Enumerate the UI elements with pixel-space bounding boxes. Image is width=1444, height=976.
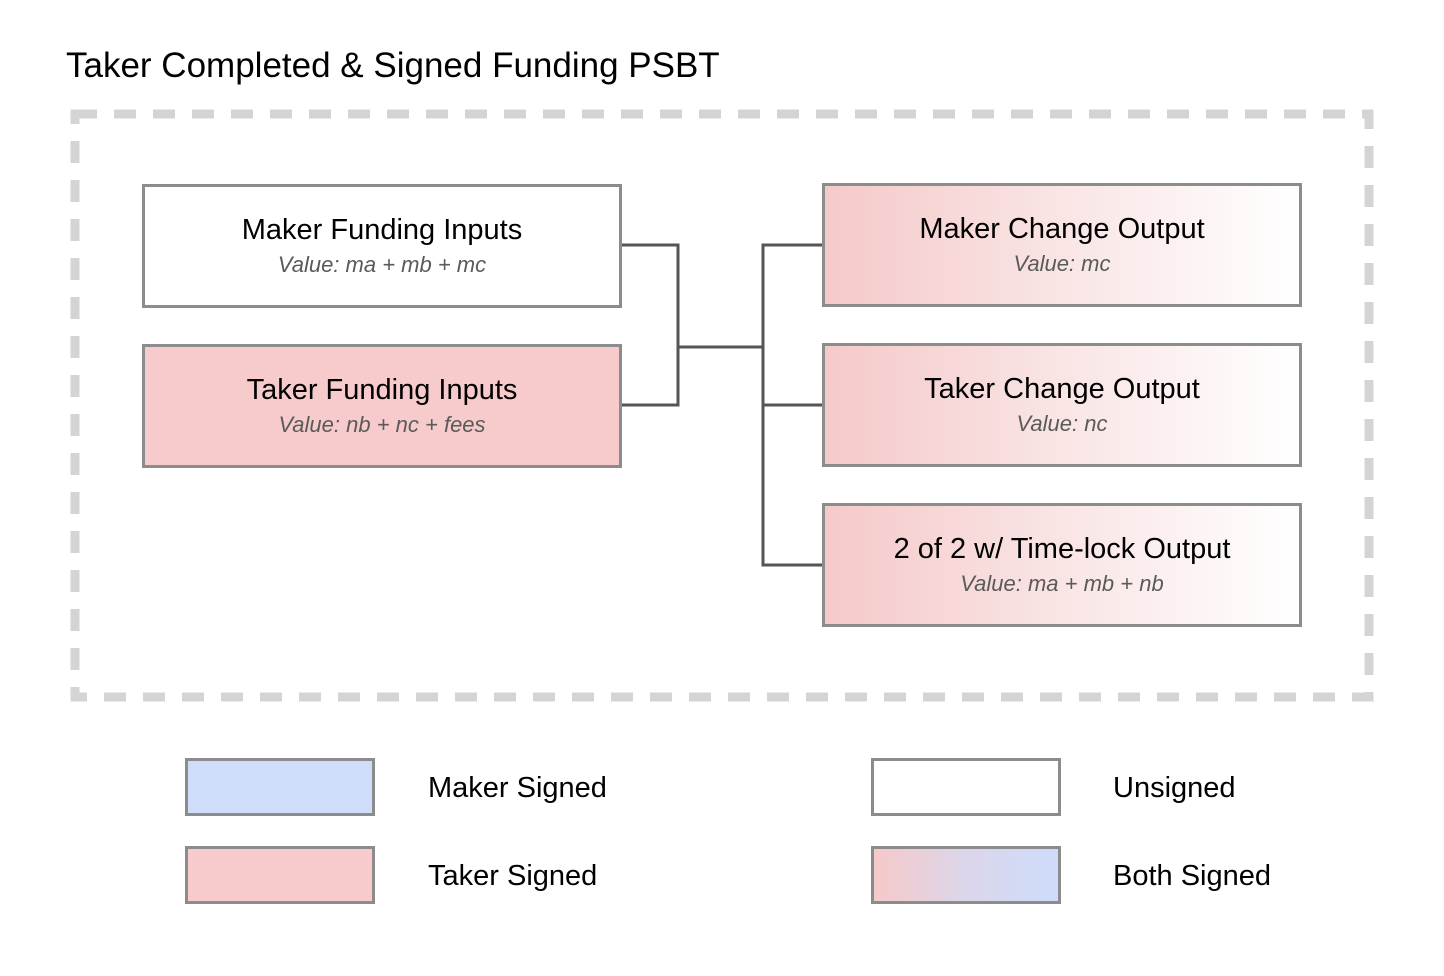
legend-taker-signed-swatch	[185, 846, 375, 904]
legend-maker-signed-label: Maker Signed	[428, 772, 607, 804]
taker-change-output-box: Taker Change Output Value: nc	[822, 343, 1302, 467]
timelock-output-box: 2 of 2 w/ Time-lock Output Value: ma + m…	[822, 503, 1302, 627]
maker-funding-inputs-label: Maker Funding Inputs	[241, 214, 523, 246]
timelock-output-value: Value: ma + mb + nb	[960, 571, 1164, 596]
timelock-output-label: 2 of 2 w/ Time-lock Output	[893, 533, 1231, 565]
taker-change-output-label: Taker Change Output	[924, 373, 1200, 405]
legend-unsigned-swatch	[871, 758, 1061, 816]
connector-maker-input	[620, 243, 680, 407]
maker-change-output-box: Maker Change Output Value: mc	[822, 183, 1302, 307]
taker-funding-inputs-box: Taker Funding Inputs Value: nb + nc + fe…	[142, 344, 622, 468]
taker-funding-inputs-label: Taker Funding Inputs	[246, 374, 518, 406]
maker-funding-inputs-value: Value: ma + mb + mc	[277, 252, 487, 277]
legend-taker-signed-label: Taker Signed	[428, 860, 598, 892]
taker-funding-inputs-value: Value: nb + nc + fees	[278, 412, 486, 437]
connector-lines	[620, 243, 823, 567]
maker-change-output-value: Value: mc	[1013, 251, 1111, 276]
maker-change-output-label: Maker Change Output	[919, 213, 1205, 245]
diagram-title: Taker Completed & Signed Funding PSBT	[66, 46, 720, 85]
legend-unsigned-label: Unsigned	[1113, 772, 1236, 804]
taker-change-output-value: Value: nc	[1016, 411, 1108, 436]
legend-both-signed-label: Both Signed	[1113, 860, 1272, 892]
connector-outputs	[761, 243, 823, 567]
legend-both-signed-swatch	[871, 846, 1061, 904]
legend-maker-signed-swatch	[185, 758, 375, 816]
maker-funding-inputs-box: Maker Funding Inputs Value: ma + mb + mc	[142, 184, 622, 308]
